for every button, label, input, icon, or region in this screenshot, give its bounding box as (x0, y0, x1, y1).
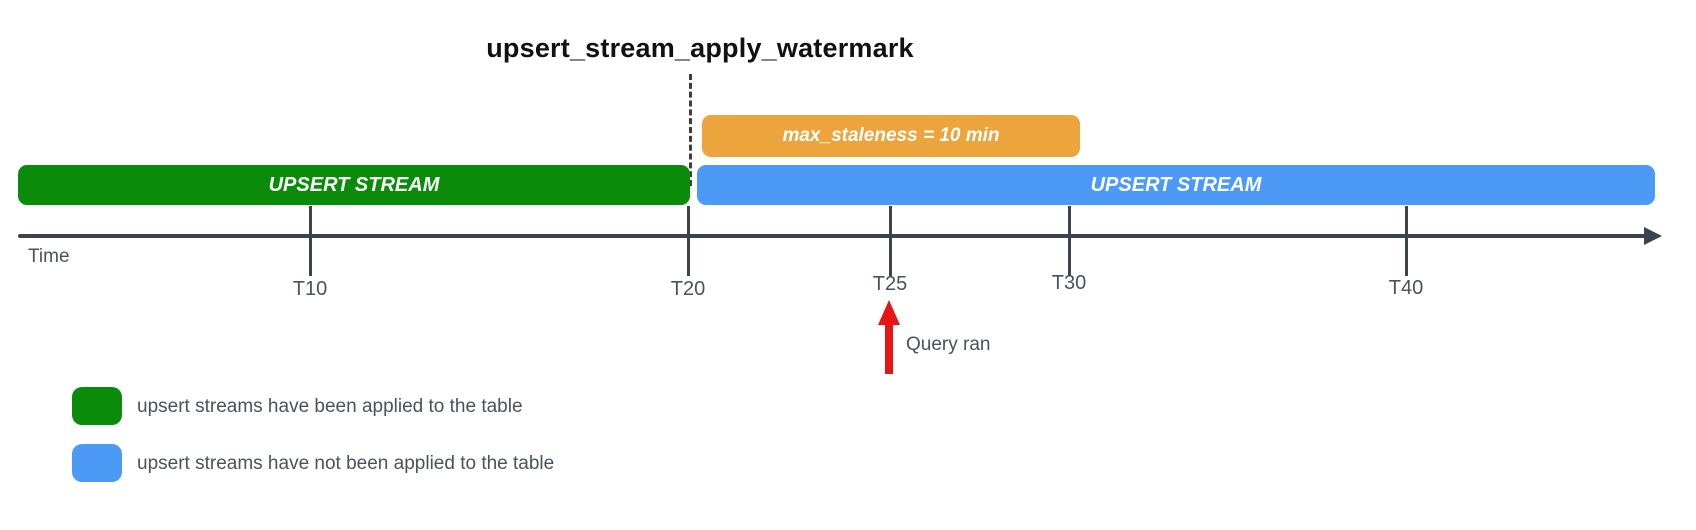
max-staleness-bar: max_staleness = 10 min (702, 115, 1080, 157)
tick-label-t20: T20 (670, 278, 706, 300)
legend-swatch-not-applied (72, 444, 122, 482)
legend-label-not-applied: upsert streams have not been applied to … (137, 453, 555, 474)
tick-t20 (687, 206, 690, 276)
tick-t25 (889, 206, 892, 276)
tick-t40 (1405, 206, 1408, 276)
legend-label-applied: upsert streams have been applied to the … (137, 396, 523, 417)
applied-upsert-stream-bar: UPSERT STREAM (18, 165, 690, 205)
tick-t30 (1068, 206, 1071, 276)
tick-t10 (309, 206, 312, 276)
time-axis-label: Time (28, 246, 70, 267)
watermark-dashed-line (689, 74, 692, 186)
diagram-title: upsert_stream_apply_watermark (486, 33, 914, 63)
time-axis-line (18, 234, 1646, 238)
applied-upsert-stream-label: UPSERT STREAM (268, 173, 440, 196)
legend-swatch-applied (72, 387, 122, 425)
max-staleness-label: max_staleness = 10 min (782, 125, 1000, 146)
query-ran-arrow-icon (878, 300, 900, 325)
tick-label-t25: T25 (872, 273, 908, 295)
query-ran-arrow-shaft (885, 322, 893, 374)
tick-label-t10: T10 (292, 278, 328, 300)
tick-label-t30: T30 (1051, 272, 1087, 294)
tick-label-t40: T40 (1388, 277, 1424, 299)
query-ran-label: Query ran (906, 334, 991, 355)
unapplied-upsert-stream-label: UPSERT STREAM (1090, 173, 1262, 196)
time-axis-arrowhead-icon (1644, 227, 1662, 245)
unapplied-upsert-stream-bar: UPSERT STREAM (697, 165, 1655, 205)
